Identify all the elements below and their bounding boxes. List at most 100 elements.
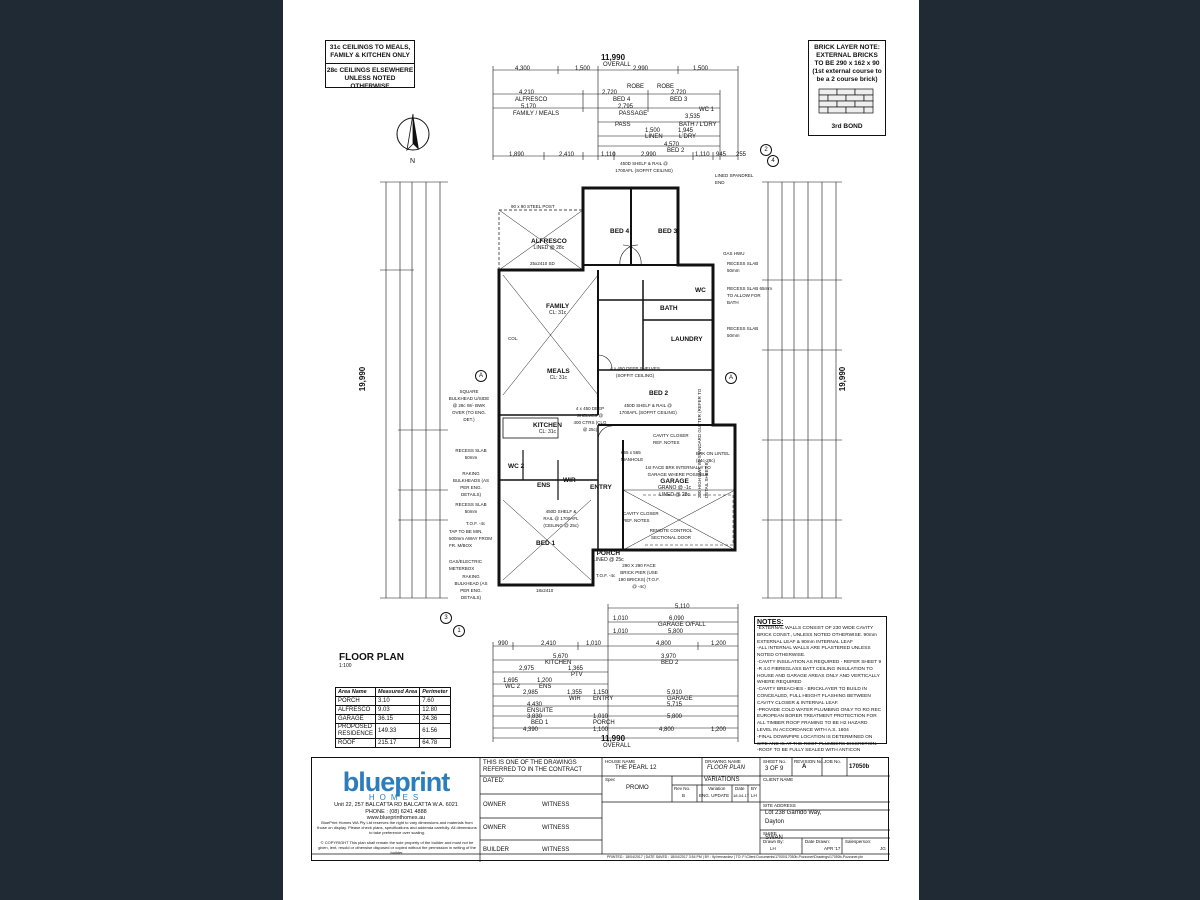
note-recess-left: RECESS SLAB 50mm [455,448,487,460]
bottom-label-kitchen: KITCHEN [545,660,572,666]
logo-homes: HOMES [368,793,424,802]
area-cell: ROOF [335,738,376,748]
room-garage-sub: GRANO @ -1c [658,485,692,491]
bottom-dim-1200c: 1,200 [711,727,727,733]
top-label-bed4: BED 4 [613,97,631,103]
bottom-dim-1010d: 1,010 [593,714,609,720]
room-laundry: LAUNDRY [671,336,703,343]
area-cell: 9.03 [374,705,421,715]
variations-label: VARIATIONS [704,777,740,783]
note-shelves-deep: 4 x 450 DEEP SHELVES (SOFFIT CEILING) [610,366,660,378]
bottom-dim-5800b: 5,800 [667,714,683,720]
brick-note-line3: (1st external course to [812,68,882,75]
bottom-label-porch: PORCH [593,720,615,726]
note-line: WHERE REQUIRED [757,680,802,686]
area-table-header: Area Name Measured Area Perimeter [335,687,451,697]
top-label-bed3: BED 3 [670,97,688,103]
room-porch-sub: LINED @ 25c [593,557,624,563]
notes-title: NOTES: [757,619,784,626]
top-overall-dim: 11,990 [601,53,626,62]
spec-value: PROMO [626,785,649,791]
top-label-passage: PASSAGE [619,111,648,117]
note-line: ALL TIMBER ROOF FRAMING TO BE H2 HAZARD [757,721,868,727]
bottom-label-garage-ofall: GARAGE O/FALL [658,622,706,628]
room-garage-sub2: LINED @ 28c [659,492,690,498]
sheet-no-label: SHEET No. [763,759,787,764]
note-gas-hwu: GAS HWU [723,251,745,256]
witness-label-2: WITNESS [542,825,570,831]
note-line: EXTERNAL LEAF & 90mm INTERNAL LEAF [757,639,853,645]
revision-label: REVISION No. [794,759,824,764]
title-block-grid [312,758,890,862]
floor-plan-title: FLOOR PLAN [339,652,404,663]
top-dim-1500a: 1,500 [575,66,591,72]
note-pantry-shelves: 4 x 450 DEEP SHELVES @ 400 CTRS (CLG @ 2… [573,406,607,432]
room-entry: ENTRY [590,484,612,491]
company-address: Unit 22, 257 BALCATTA RD BALCATTA W.A. 6… [334,802,458,808]
client-name-label: CLIENT NAME [763,777,794,782]
area-cell: GARAGE [335,714,376,724]
room-bed1: BED 1 [536,540,556,547]
house-name-label: HOUSE NAME [605,759,636,764]
note-line: -ALL INTERNAL WALLS ARE PLASTERED UNLESS [757,646,871,652]
room-garage-label: GARAGE [660,478,689,485]
note-shelf-wir: 450D SHELF & RAIL @ 1700AFL (CEILING @ 2… [543,509,579,528]
top-label-alfresco: ALFRESCO [515,97,548,103]
owner-label-1: OWNER [483,802,506,808]
brick-bond-icon [818,88,874,114]
room-kitchen-sub: CL: 31c [538,429,557,435]
top-dim-255: 255 [736,152,747,158]
top-dim-4300: 4,300 [515,66,531,72]
top-dim-4570: 4,570 [664,142,680,148]
company-web: www.blueprinthomes.au [366,815,426,821]
site-address-1: Lot 238 Garrido Way, [765,810,822,816]
room-bed2: BED 2 [649,390,669,397]
note-line: -PROVIDE COLD WATER PLUMBING ONLY TO RO … [757,707,882,713]
top-dim-945: 945 [716,152,727,158]
room-family-sub: CL: 31c [549,310,567,316]
salesperson-value: JG [880,846,886,851]
brick-note-line2: TO BE 290 x 162 x 90 [814,60,880,67]
company-logo: blueprint HOMES Unit 22, 257 BALCATTA RD… [318,768,474,822]
job-no: 17050b [849,764,870,770]
area-cell: 36.15 [374,714,421,724]
top-label-wc1: WC 1 [699,107,714,113]
bottom-dim-1150: 1,150 [593,690,609,696]
owner-label-2: OWNER [483,825,506,831]
drawing-sheet: 31c CEILINGS TO MEALS, FAMILY & KITCHEN … [283,0,919,900]
left-dim-lines [380,181,448,599]
top-dim-1500c: 1,500 [645,128,661,134]
bottom-dim-5910: 5,910 [667,690,683,696]
top-dim-2990b: 2,990 [641,152,657,158]
top-label-robe1: ROBE [627,84,645,90]
note-line: -CAVITY INSULATION AS REQUIRED - REFER S… [757,659,882,665]
top-dim-4210: 4,210 [519,90,535,96]
note-tof-2: T.O.F. -4c [596,573,616,578]
print-footer: PRINTED : 18/04/2017 | DATE SAVED : 18/0… [607,855,864,859]
job-label: JOB No. [824,759,842,764]
room-bath: BATH [660,305,678,312]
bottom-dim-1200: 1,200 [711,641,727,647]
right-overall-dim: 19,990 [838,366,848,392]
bottom-label-wir: WIR [569,696,581,702]
floor-plan-drawing [497,186,737,587]
top-label-ldry: L'DRY [679,134,697,140]
by-col-label: BY [751,786,758,791]
room-porch: PORCH LINED @ 25c [593,550,624,564]
bottom-dim-2410: 2,410 [541,641,557,647]
note-raking-1: RAKING BULKHEADS (AS PER ENG. DETAILS) [453,471,490,497]
area-cell: 61.56 [419,723,451,739]
note-line: -CAVITY BREACHES - BRICKLAYER TO BUILD I… [757,687,867,693]
bottom-dim-5670: 5,670 [553,654,569,660]
room-meals-label: MEALS [547,368,570,375]
note-line: BRICK CONST., UNLESS NOTED OTHERWISE. 90… [757,632,877,638]
note-recess-3: RECESS SLAB 50mm [727,326,759,338]
room-kitchen: KITCHEN CL: 31c [533,422,562,436]
elevation-marker-2: 2 [760,144,772,156]
bottom-dim-990: 990 [498,641,509,647]
note-recess-2: RECESS SLAB 65mm TO ALLOW FOR BATH [727,286,773,305]
salesperson-label: Salesperson: [845,839,872,844]
room-porch-label: PORCH [596,550,621,557]
bottom-dim-6090: 6,090 [669,616,685,622]
